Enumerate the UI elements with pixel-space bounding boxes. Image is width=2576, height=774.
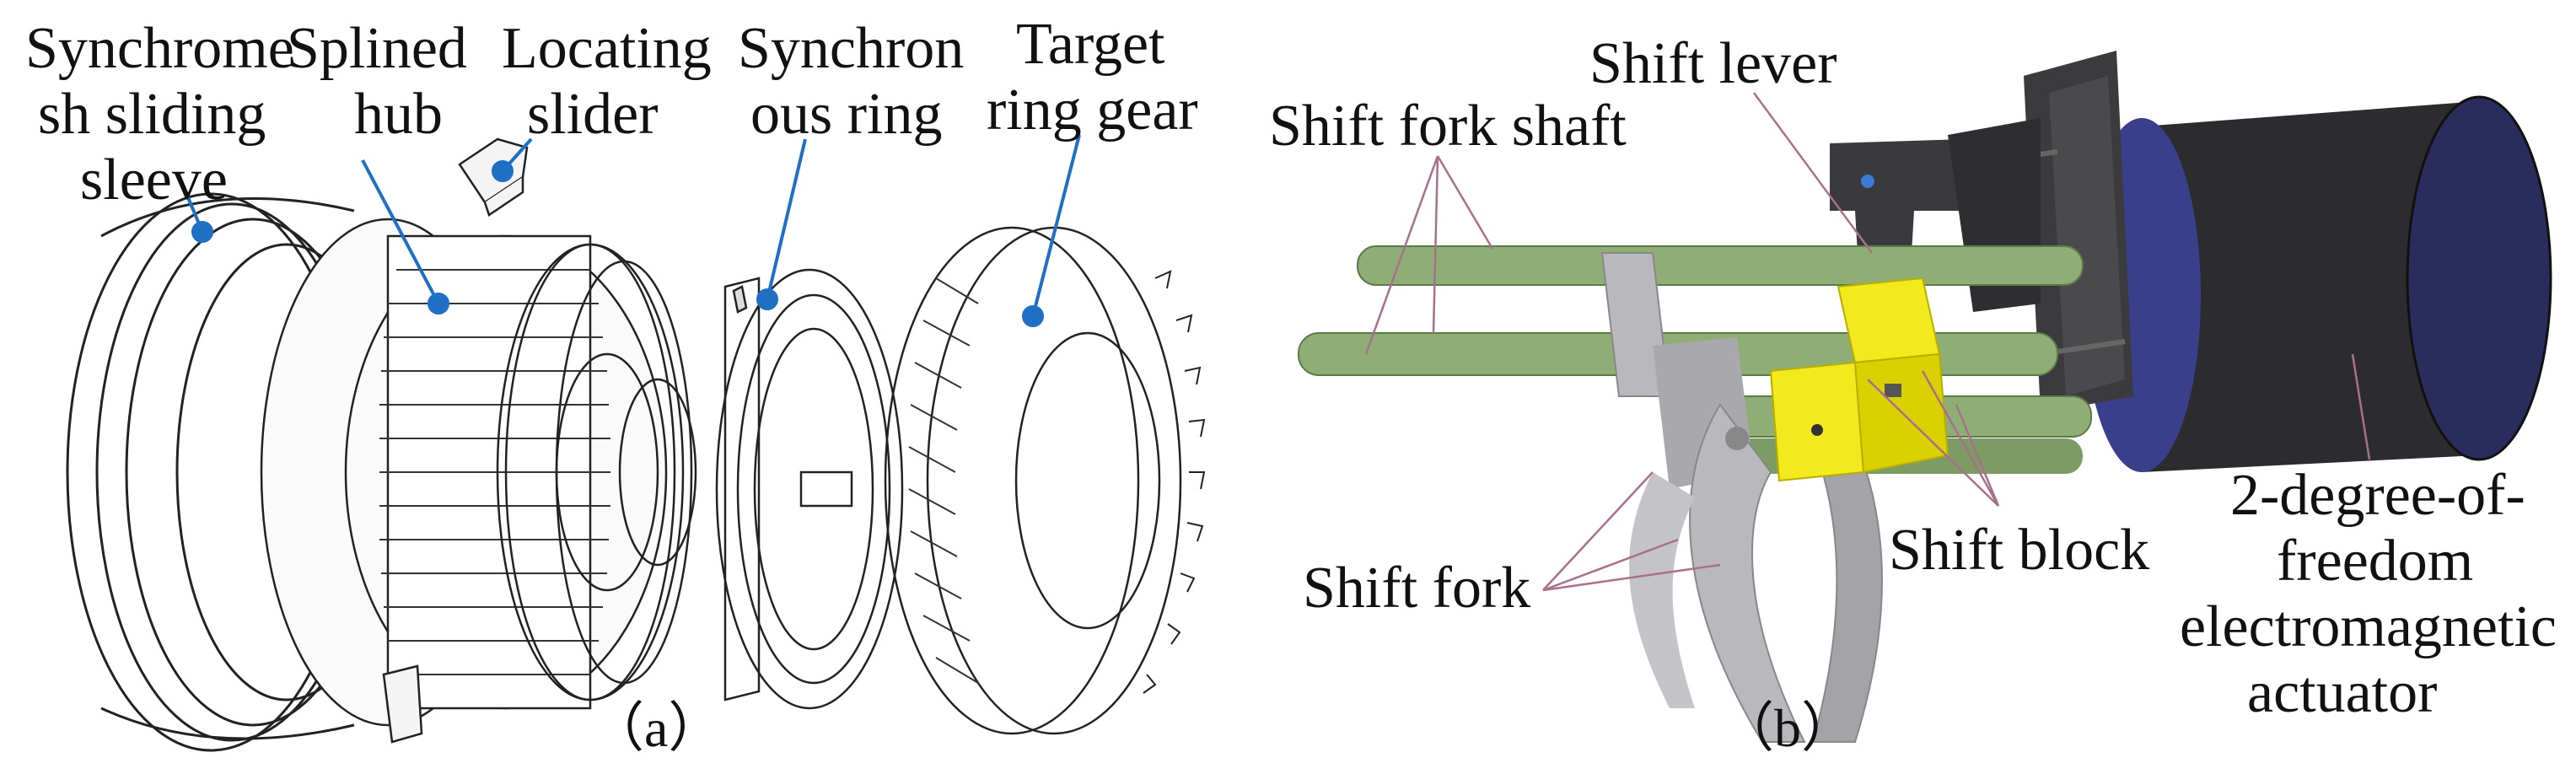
panel-b-labels: Shift lever Shift fork shaft Shift fork … [1269,31,2557,758]
label-shift-lever: Shift lever [1589,31,1837,96]
shift-fork-drawing [1600,252,1884,743]
label-synchronous-ring-line1: Synchron [738,16,964,81]
panel-b-leaders [1364,92,2371,592]
label-actuator-line4: actuator [2247,660,2437,725]
caption-b: （b） [1720,698,1855,758]
panel-b: Shift lever Shift fork shaft Shift fork … [1269,31,2557,758]
label-actuator-line3: electromagnetic [2180,594,2557,659]
panel-a-leaders [180,134,1081,327]
label-shift-block: Shift block [1889,518,2149,583]
panel-a-labels: Synchrome sh sliding sleeve Splined hub … [25,12,1198,758]
label-actuator-line1: 2-degree-of- [2230,463,2525,528]
label-actuator-line2: freedom [2277,529,2473,594]
label-splined-hub-line2: hub [354,82,443,147]
label-shift-fork: Shift fork [1303,556,1530,621]
label-splined-hub-line1: Splined [287,16,467,81]
label-synchro-sleeve-line2: sh sliding [38,82,266,147]
label-locating-slider-line2: slider [527,82,659,147]
label-target-ring-gear-line2: ring gear [987,78,1198,142]
splined-hub-drawing [260,218,697,727]
target-ring-gear-drawing [884,226,1206,735]
locating-slider-drawing [458,137,529,217]
label-synchro-sleeve-line3: sleeve [80,148,228,212]
label-synchro-sleeve-line1: Synchrome [25,16,294,81]
label-shift-fork-shaft: Shift fork shaft [1269,94,1627,159]
label-synchronous-ring-line2: ous ring [750,82,943,147]
bottom-slider-drawing [382,664,423,744]
caption-a: （a） [590,698,722,758]
panel-a: Synchrome sh sliding sleeve Splined hub … [25,12,1206,758]
label-target-ring-gear-line1: Target [1016,12,1165,77]
synchronous-ring-drawing [715,268,904,710]
actuator-drawing [1939,51,2552,472]
shift-block-drawing [1769,277,1949,482]
hub-gear-ring-drawing [504,243,693,701]
label-locating-slider-line1: Locating [502,16,712,81]
